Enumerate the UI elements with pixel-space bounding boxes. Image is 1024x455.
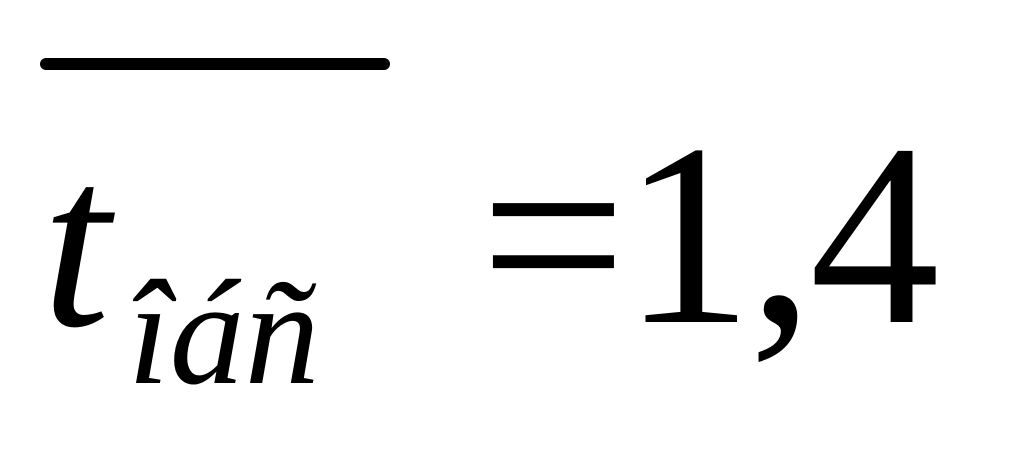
equals-sign: = [480, 91, 627, 379]
formula-subscript: îáñ [128, 250, 320, 416]
formula-rhs: =1,4 [480, 105, 940, 365]
formula-variable: t [42, 107, 111, 378]
overline-bar [40, 58, 390, 70]
formula-value: 1,4 [622, 91, 940, 379]
